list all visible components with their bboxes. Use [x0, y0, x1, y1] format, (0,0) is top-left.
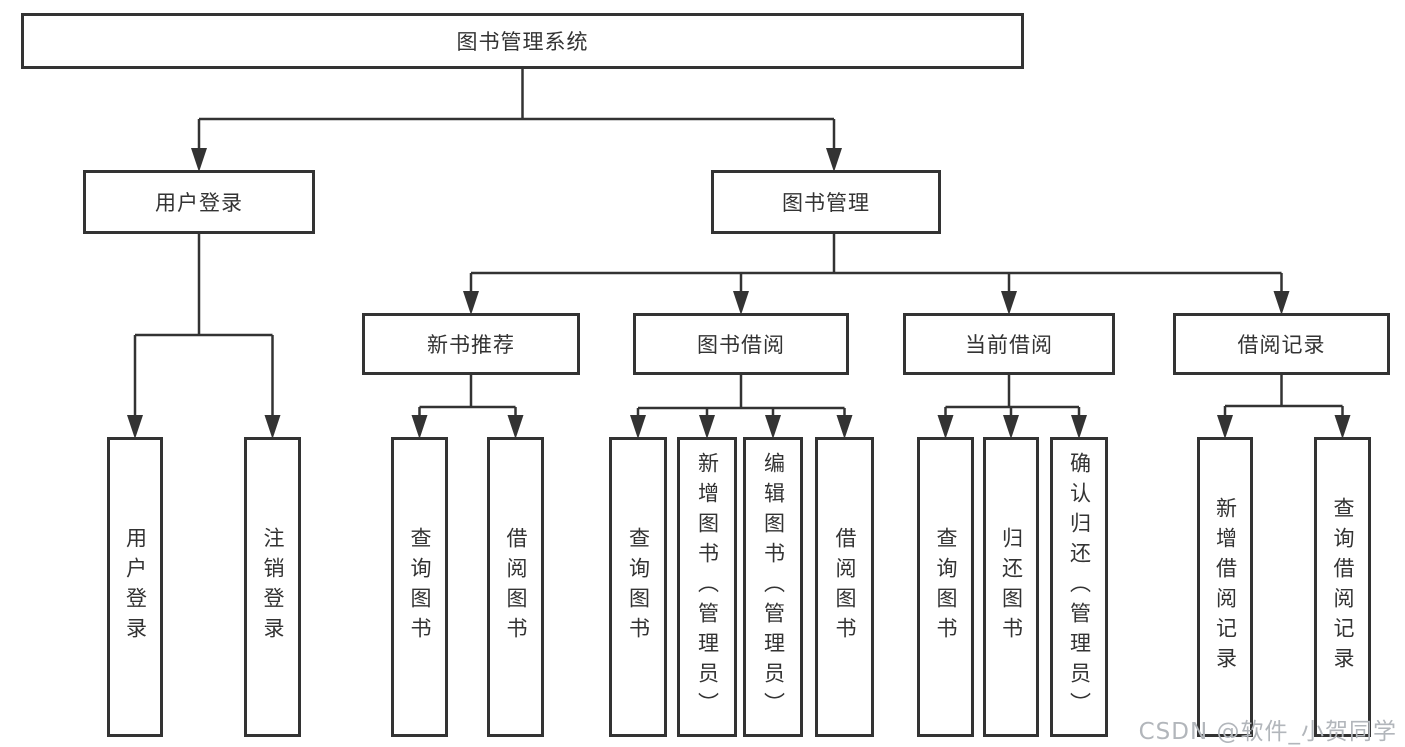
node-query-books-rec: 查询图书: [391, 437, 448, 737]
arrowhead-icon: [1001, 291, 1017, 315]
node-user-login: 用户登录: [83, 170, 315, 234]
arrowhead-icon: [699, 415, 715, 439]
node-add-book-admin: 新增图书（管理员）: [677, 437, 737, 737]
arrowhead-icon: [733, 291, 749, 315]
node-label-query-books-current: 查询图书: [934, 527, 959, 647]
arrowhead-icon: [836, 415, 853, 439]
node-label-root: 图书管理系统: [456, 30, 589, 54]
arrowhead-icon: [1334, 415, 1351, 439]
node-label-edit-book-admin: 编辑图书（管理员）: [761, 452, 786, 722]
arrowhead-icon: [1273, 291, 1290, 315]
arrowhead-icon: [507, 415, 524, 439]
node-query-books-current: 查询图书: [917, 437, 974, 737]
node-label-add-borrow-record: 新增借阅记录: [1213, 497, 1238, 677]
node-label-book-management: 图书管理: [782, 191, 870, 215]
node-label-return-books: 归还图书: [999, 527, 1024, 647]
node-add-borrow-record: 新增借阅记录: [1197, 437, 1253, 737]
node-borrowing-records: 借阅记录: [1173, 313, 1390, 375]
watermark: CSDN @软件_小贺同学: [1138, 719, 1397, 745]
node-label-query-borrow-record: 查询借阅记录: [1331, 497, 1356, 677]
arrowhead-icon: [937, 415, 954, 439]
node-label-confirm-return-admin: 确认归还（管理员）: [1067, 452, 1092, 722]
arrowhead-icon: [1071, 415, 1087, 439]
arrowhead-icon: [630, 415, 646, 439]
arrowhead-icon: [411, 415, 428, 439]
node-label-borrow-books-borrow: 借阅图书: [833, 527, 858, 647]
arrowhead-icon: [1003, 415, 1019, 439]
node-label-book-borrowing: 图书借阅: [697, 333, 785, 357]
node-logout-op: 注销登录: [244, 437, 301, 737]
node-label-user-login-op: 用户登录: [123, 527, 148, 647]
arrowhead-icon: [127, 415, 143, 439]
node-label-query-books-rec: 查询图书: [408, 527, 433, 647]
node-current-borrowing: 当前借阅: [903, 313, 1115, 375]
arrowhead-icon: [1217, 415, 1233, 439]
node-label-borrow-books-rec: 借阅图书: [504, 527, 529, 647]
arrowhead-icon: [463, 291, 479, 315]
node-label-borrowing-records: 借阅记录: [1237, 333, 1326, 357]
node-borrow-books-rec: 借阅图书: [487, 437, 544, 737]
arrowhead-icon: [765, 415, 781, 439]
arrowhead-icon: [191, 148, 207, 172]
node-query-borrow-record: 查询借阅记录: [1314, 437, 1371, 737]
node-query-books-borrow: 查询图书: [609, 437, 667, 737]
arrowhead-icon: [264, 415, 281, 439]
node-root: 图书管理系统: [21, 13, 1024, 69]
node-label-logout-op: 注销登录: [261, 527, 286, 647]
node-edit-book-admin: 编辑图书（管理员）: [743, 437, 803, 737]
node-book-borrowing: 图书借阅: [633, 313, 849, 375]
node-return-books: 归还图书: [983, 437, 1039, 737]
node-label-user-login: 用户登录: [155, 191, 243, 215]
node-label-current-borrowing: 当前借阅: [965, 333, 1053, 357]
node-new-book-rec: 新书推荐: [362, 313, 580, 375]
node-label-new-book-rec: 新书推荐: [427, 333, 515, 357]
node-confirm-return-admin: 确认归还（管理员）: [1050, 437, 1108, 737]
node-user-login-op: 用户登录: [107, 437, 163, 737]
node-label-add-book-admin: 新增图书（管理员）: [695, 452, 720, 722]
node-label-query-books-borrow: 查询图书: [626, 527, 651, 647]
node-borrow-books-borrow: 借阅图书: [815, 437, 874, 737]
node-book-management: 图书管理: [711, 170, 941, 234]
arrowhead-icon: [826, 148, 842, 172]
